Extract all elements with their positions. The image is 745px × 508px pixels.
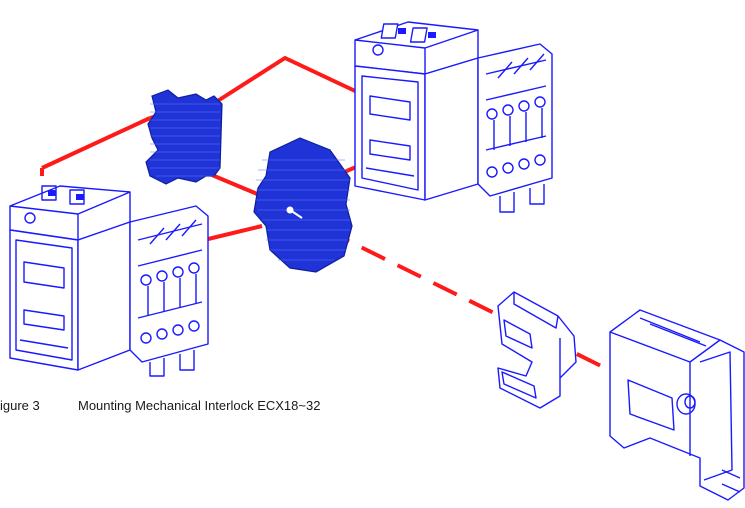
figure-caption: igure 3 Mounting Mechanical Interlock ECX… (0, 398, 320, 413)
interlock-block-upper (145, 89, 223, 185)
interlock-clip (497, 291, 577, 409)
interlock-housing (609, 309, 745, 501)
interlock-block-center (253, 137, 353, 273)
contactor-upper-right (354, 21, 553, 213)
figure-number: igure 3 (0, 398, 40, 413)
contactor-lower-left (9, 185, 209, 377)
figure-caption-text: Mounting Mechanical Interlock ECX18~32 (78, 398, 321, 413)
